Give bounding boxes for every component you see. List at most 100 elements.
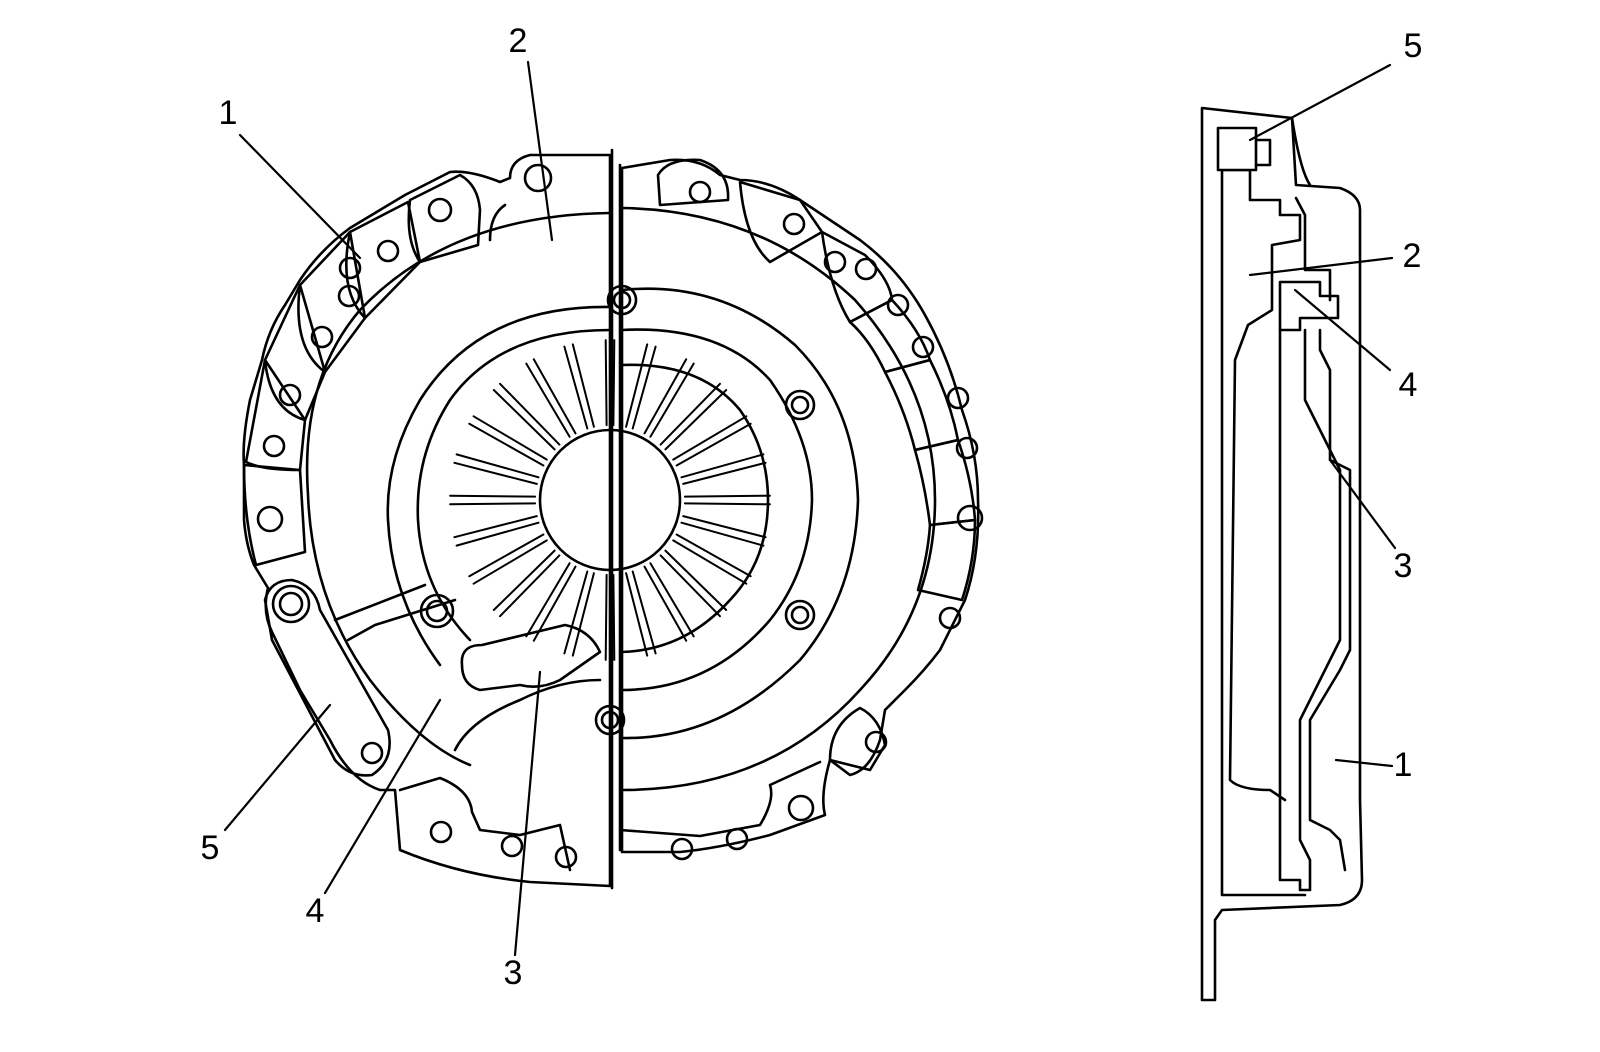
diaphragm-finger-edge xyxy=(631,570,657,655)
bolt-hole xyxy=(854,257,878,281)
flywheel-face xyxy=(1220,133,1307,897)
diaphragm-outer-arc-right xyxy=(620,363,770,654)
pressure-plate-outer-arc-right xyxy=(620,206,937,792)
diaphragm-finger-edge xyxy=(604,573,608,661)
bolt-hole xyxy=(864,730,888,754)
diaphragm-finger-edge xyxy=(532,565,577,642)
callout-2: 2 xyxy=(509,22,528,60)
diaphragm-finger-edge xyxy=(683,502,771,506)
diaphragm-finger-edge xyxy=(672,539,748,585)
bolt-hole xyxy=(278,383,302,407)
callout-3: 3 xyxy=(504,954,523,992)
bolt-hole xyxy=(670,837,694,861)
diaphragm-finger-edge xyxy=(612,573,616,661)
bolt-holes xyxy=(256,163,984,869)
cover-step-arc-right xyxy=(620,328,814,692)
diaphragm-finger-edge xyxy=(643,565,688,642)
drive-strap xyxy=(263,578,391,777)
bolt-hole xyxy=(911,335,935,359)
side-callout-5: 5 xyxy=(1404,27,1423,65)
diaphragm-finger-edge xyxy=(492,389,556,451)
bolt-hole xyxy=(688,180,712,204)
cover-inner-arc xyxy=(386,305,612,667)
front-callouts: 1 2 3 4 5 xyxy=(201,22,528,992)
callout-5: 5 xyxy=(201,829,220,867)
strap-rivet xyxy=(1216,126,1258,172)
diaphragm-finger-edge xyxy=(525,562,571,638)
bolt-hole xyxy=(782,212,806,236)
diaphragm-finger-edge xyxy=(682,515,767,539)
pressure-plate-profile xyxy=(1220,168,1302,802)
diaphragm-finger-edge xyxy=(525,362,571,438)
side-view xyxy=(1200,106,1364,1002)
diaphragm-finger-edge xyxy=(472,539,548,585)
front-leaders xyxy=(223,60,554,957)
diaphragm-finger-edge xyxy=(499,554,561,618)
diaphragm-inner xyxy=(1308,328,1352,872)
rivets xyxy=(271,284,816,736)
center-opening xyxy=(538,428,682,572)
strap-edge xyxy=(333,583,457,642)
bolt-hole xyxy=(554,845,578,869)
diaphragm-finger-edge xyxy=(649,362,695,438)
pivot-ring xyxy=(1278,280,1340,332)
diaphragm-finger-edge xyxy=(492,549,556,611)
bolt-hole xyxy=(256,505,284,533)
front-view xyxy=(242,148,984,890)
diaphragm-finger-edge xyxy=(675,422,752,467)
diaphragm-finger-edge xyxy=(499,382,561,446)
cover-flange-outline xyxy=(242,153,612,888)
diaphragm-profile xyxy=(1278,328,1342,892)
bolt-tab-group-right xyxy=(618,158,977,838)
bolt-hole xyxy=(262,434,286,458)
bolt-hole xyxy=(886,293,910,317)
cover-inner-arc-right xyxy=(620,287,860,740)
diaphragm-finger-edge xyxy=(449,494,537,498)
bolt-hole xyxy=(500,834,524,858)
diaphragm-finger-edge xyxy=(625,343,649,428)
bolt-hole xyxy=(337,284,361,308)
side-callout-2: 2 xyxy=(1403,237,1422,275)
bolt-hole xyxy=(427,197,453,223)
diaphragm-finger-edge xyxy=(680,521,765,547)
strap-rivet-head xyxy=(1254,138,1272,167)
bolt-hole xyxy=(956,504,984,532)
diaphragm-finger-edge xyxy=(571,572,595,657)
diaphragm-finger-edge xyxy=(659,554,721,618)
side-callout-1: 1 xyxy=(1394,746,1413,784)
bolt-hole xyxy=(429,820,453,844)
diaphragm-finger-edge xyxy=(625,572,649,657)
diaphragm-finger-edge xyxy=(455,453,540,479)
bolt-hole xyxy=(338,256,362,280)
callout-1: 1 xyxy=(219,94,238,132)
bolt-hole xyxy=(310,325,334,349)
diaphragm-finger-edge xyxy=(563,345,589,430)
bolt-hole xyxy=(938,606,962,630)
bolt-hole xyxy=(955,436,979,460)
diaphragm-finger-edge xyxy=(472,415,548,461)
diaphragm-finger-edge xyxy=(571,343,595,428)
bolt-hole xyxy=(823,250,847,274)
bolt-hole xyxy=(376,239,400,263)
diaphragm-finger-edge xyxy=(563,570,589,655)
diaphragm-outer-arc xyxy=(416,328,612,642)
side-leaders xyxy=(1248,63,1397,768)
diaphragm-finger-edge xyxy=(631,345,657,430)
side-callout-4: 4 xyxy=(1399,366,1418,404)
diaphragm-finger-edge xyxy=(682,461,767,485)
cover-profile xyxy=(1200,106,1364,1002)
retraction-plate xyxy=(453,678,602,752)
diaphragm-finger-edge xyxy=(664,549,728,611)
bolt-hole xyxy=(523,163,553,193)
diaphragm-finger-edge xyxy=(604,339,608,427)
diaphragm-finger-edge xyxy=(612,339,616,427)
cover-flange-outline-right xyxy=(620,158,980,854)
diaphragm-finger-edge xyxy=(643,358,688,435)
diaphragm-finger-edge xyxy=(675,533,752,578)
bolt-hole xyxy=(360,741,384,765)
diaphragm-finger-edge xyxy=(455,521,540,547)
diaphragm-finger-edge xyxy=(468,533,545,578)
diaphragm-finger-edge xyxy=(453,461,538,485)
side-callouts: 5 2 4 3 1 xyxy=(1394,27,1423,784)
